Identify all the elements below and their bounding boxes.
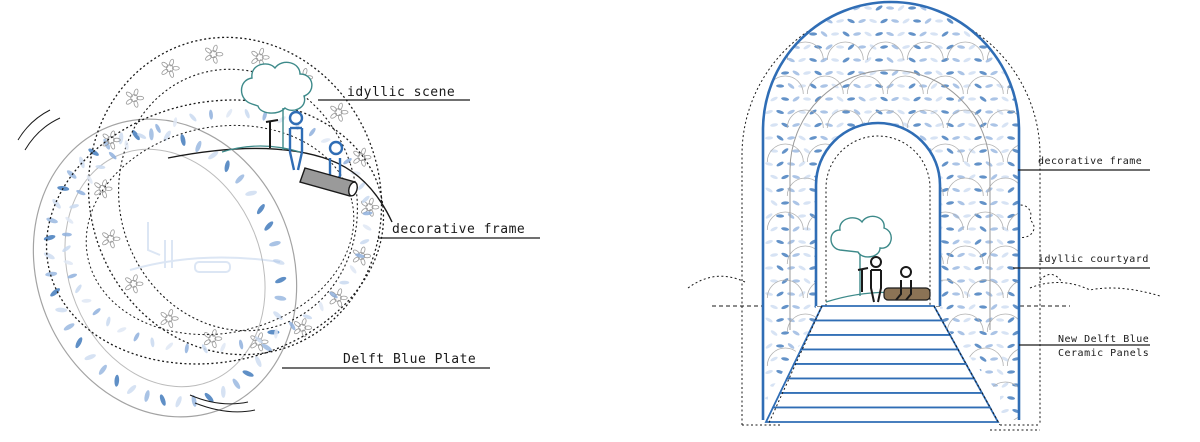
arch-diagram: [687, 0, 1161, 431]
back-plate-leaf-pattern: [43, 128, 287, 408]
tree-icon: [830, 215, 892, 296]
right-leader-lines: [1013, 169, 1150, 346]
inner-blue-arch: [814, 121, 942, 306]
mid-grey-arch: [789, 69, 991, 330]
front-plate-leaf-pattern: [61, 108, 373, 354]
motion-lines: [17, 109, 256, 413]
label-delft-blue-plate: Delft Blue Plate: [343, 352, 477, 367]
middle-plate: [87, 36, 383, 356]
middle-plate-floral-pattern: [94, 44, 380, 352]
outer-blue-arch: [761, 0, 1021, 420]
idyllic-scene: [167, 61, 393, 223]
outer-dotted-envelope: [741, 5, 1041, 425]
tree-icon: [240, 61, 313, 150]
inner-dotted-arch: [825, 135, 931, 306]
label-panels-line-1: New Delft Blue: [1058, 334, 1150, 345]
front-plate: [45, 99, 385, 365]
left-leader-lines: [282, 99, 540, 369]
person-standing-icon: [870, 256, 882, 303]
person-standing-icon: [288, 110, 304, 171]
courtyard-scene: [825, 215, 931, 303]
label-idyllic-courtyard: idyllic courtyard: [1038, 254, 1149, 265]
label-decorative-frame-left: decorative frame: [392, 222, 526, 237]
label-panels-line-2: Ceramic Panels: [1058, 348, 1150, 359]
person-sitting-icon: [321, 140, 344, 187]
plate-diagram: [17, 36, 393, 418]
signpost-icon: [857, 267, 869, 292]
bench-log-icon: [299, 167, 358, 197]
label-idyllic-scene: idyllic scene: [347, 85, 456, 100]
staircase-icon: [764, 305, 1001, 426]
signpost-icon: [265, 119, 279, 148]
faded-scene-icon: [129, 222, 281, 273]
label-decorative-frame-right: decorative frame: [1038, 156, 1143, 167]
background-hills: [687, 204, 1161, 297]
ground-projection: [742, 424, 1040, 431]
person-sitting-icon: [895, 266, 912, 301]
